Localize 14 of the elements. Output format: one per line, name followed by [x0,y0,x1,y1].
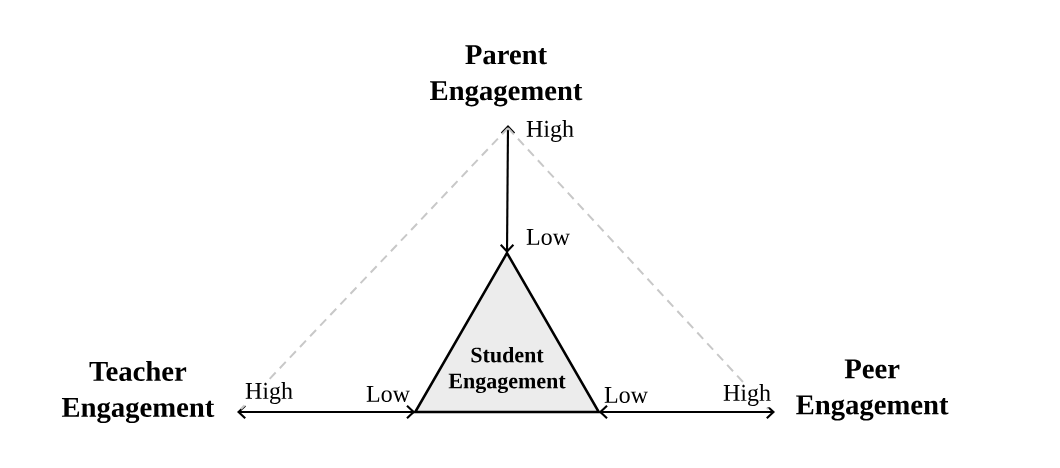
scale-label: Low [364,384,412,404]
scale-label: High [524,118,576,144]
double-arrow [237,404,416,420]
dashed-line [507,127,769,410]
scale-label: High [243,380,295,406]
node-label: Parent Engagement [430,45,583,107]
scale-label: Low [524,227,572,247]
scale-label: Low [602,385,650,405]
dashed-line [240,127,509,410]
double-arrow [499,125,516,253]
node-label: Peer Engagement [796,359,949,421]
scale-label: High [721,382,773,408]
node-label: Teacher Engagement [61,360,215,424]
double-arrow [598,404,775,420]
